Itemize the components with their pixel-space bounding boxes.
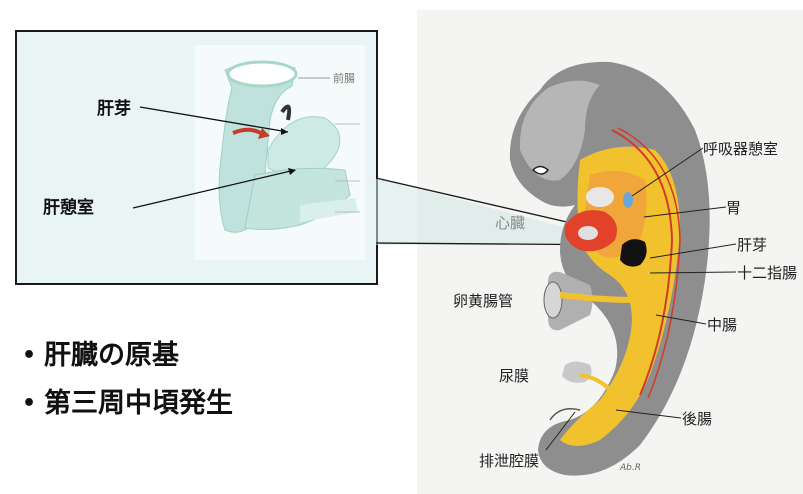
stomach-bulb	[623, 192, 633, 208]
respiratory-diverticulum-label: 呼吸器憩室	[703, 138, 778, 159]
pocket-1	[586, 187, 614, 207]
liver-bud-embryo-label: 肝芽	[737, 234, 767, 255]
heart-label: 心臓	[495, 212, 525, 233]
duodenum-label: 十二指腸	[737, 262, 797, 283]
pocket-2	[578, 226, 598, 240]
vitelline-duct-label: 卵黄腸管	[453, 290, 513, 311]
allantois-tube	[580, 375, 612, 392]
stomach-label: 胃	[726, 197, 741, 218]
artist-signature: Ab.R	[620, 463, 641, 473]
bullet-item: •肝臓の原基	[22, 332, 233, 380]
vitelline-duct-end	[544, 282, 562, 318]
liver-bud-label: 肝芽	[97, 94, 131, 119]
foregut-label: 前腸	[333, 70, 355, 86]
bullet-text: 肝臓の原基	[44, 340, 179, 371]
cloacal-membrane-label: 排泄腔膜	[479, 450, 539, 471]
hepatic-diverticulum-label: 肝憩室	[43, 193, 94, 218]
bullet-list: •肝臓の原基 •第三周中頃発生	[22, 332, 233, 428]
hindgut-label: 後腸	[682, 408, 712, 429]
allantois-label: 尿膜	[499, 365, 529, 386]
bullet-item: •第三周中頃発生	[22, 380, 233, 428]
bullet-text: 第三周中頃発生	[44, 388, 233, 419]
bullet-dot-icon: •	[22, 332, 44, 380]
midgut-label: 中腸	[707, 314, 737, 335]
foregut-opening	[228, 62, 296, 86]
bullet-dot-icon: •	[22, 380, 44, 428]
inset-illustration	[133, 45, 365, 260]
allantois-shape	[562, 362, 592, 383]
